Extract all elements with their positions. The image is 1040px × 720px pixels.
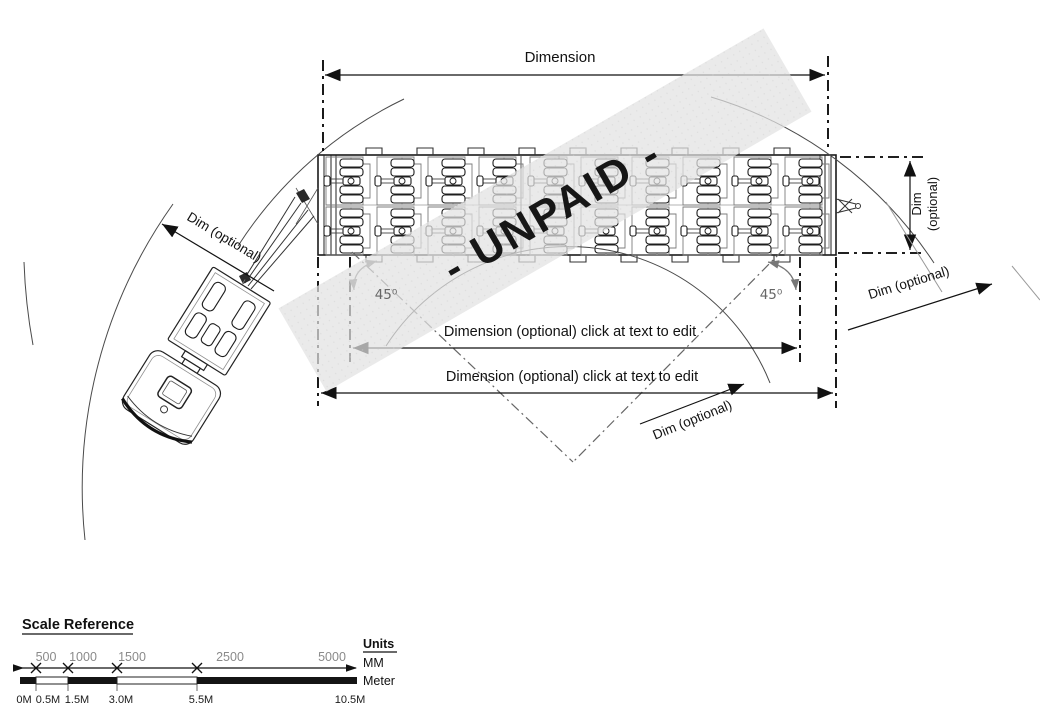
front-bumper xyxy=(121,397,193,444)
cab-sunroof xyxy=(157,375,193,410)
unpaid-watermark-band xyxy=(278,28,812,392)
tractor-truck-topview xyxy=(121,266,271,445)
rear-coupling xyxy=(835,198,861,214)
angle-label-right: 45⁰ xyxy=(760,287,783,303)
turn-arc-front-left xyxy=(237,98,405,247)
scale-arrow-line xyxy=(13,662,357,674)
scale-reference: Scale Reference 500 1000 1500 2500 5000 xyxy=(13,617,397,706)
scale-m-30: 3.0M xyxy=(109,694,133,706)
diag-dim-line-left xyxy=(161,223,275,292)
vertical-dim-label-line2[interactable]: (optional) xyxy=(925,177,940,231)
scale-m-05: 0.5M xyxy=(36,694,60,706)
units-legend: Units MM Meter xyxy=(363,637,397,688)
diag-dim-label-left[interactable]: Dim (optional) xyxy=(184,209,264,265)
vertical-dim-label-line1[interactable]: Dim xyxy=(909,192,924,215)
angle-label-left: 45⁰ xyxy=(375,287,398,303)
drawbar xyxy=(239,187,319,290)
unit-row-meter: Meter xyxy=(363,674,395,688)
optional-dimension-label-2[interactable]: Dimension (optional) click at text to ed… xyxy=(446,369,698,385)
scale-bar xyxy=(20,676,357,691)
diag-dim-line-right-bottom xyxy=(639,383,745,425)
units-heading: Units xyxy=(363,637,394,651)
turn-axis-right-45 xyxy=(572,249,784,463)
optional-dimension-label-1[interactable]: Dimension (optional) click at text to ed… xyxy=(444,324,696,340)
angle-arrow-right xyxy=(767,260,800,291)
scale-mm-1000: 1000 xyxy=(69,650,97,664)
diag-dim-line-right-top xyxy=(847,282,993,331)
scale-mm-2500: 2500 xyxy=(216,650,244,664)
diag-dim-label-right-top[interactable]: Dim (optional) xyxy=(866,263,951,302)
top-dimension-label[interactable]: Dimension xyxy=(525,49,596,66)
turn-arc-far-left xyxy=(23,261,34,346)
scale-mm-5000: 5000 xyxy=(318,650,346,664)
scale-m-105: 10.5M xyxy=(335,694,366,706)
scale-m-0: 0M xyxy=(16,694,31,706)
turn-arc-outer-left xyxy=(81,203,174,541)
scale-m-15: 1.5M xyxy=(65,694,89,706)
scale-m-55: 5.5M xyxy=(189,694,213,706)
scale-mm-500: 500 xyxy=(36,650,57,664)
scale-reference-title: Scale Reference xyxy=(22,617,134,633)
scale-mm-1500: 1500 xyxy=(118,650,146,664)
turn-axis-left-45 xyxy=(351,251,574,463)
unit-row-mm: MM xyxy=(363,656,384,670)
